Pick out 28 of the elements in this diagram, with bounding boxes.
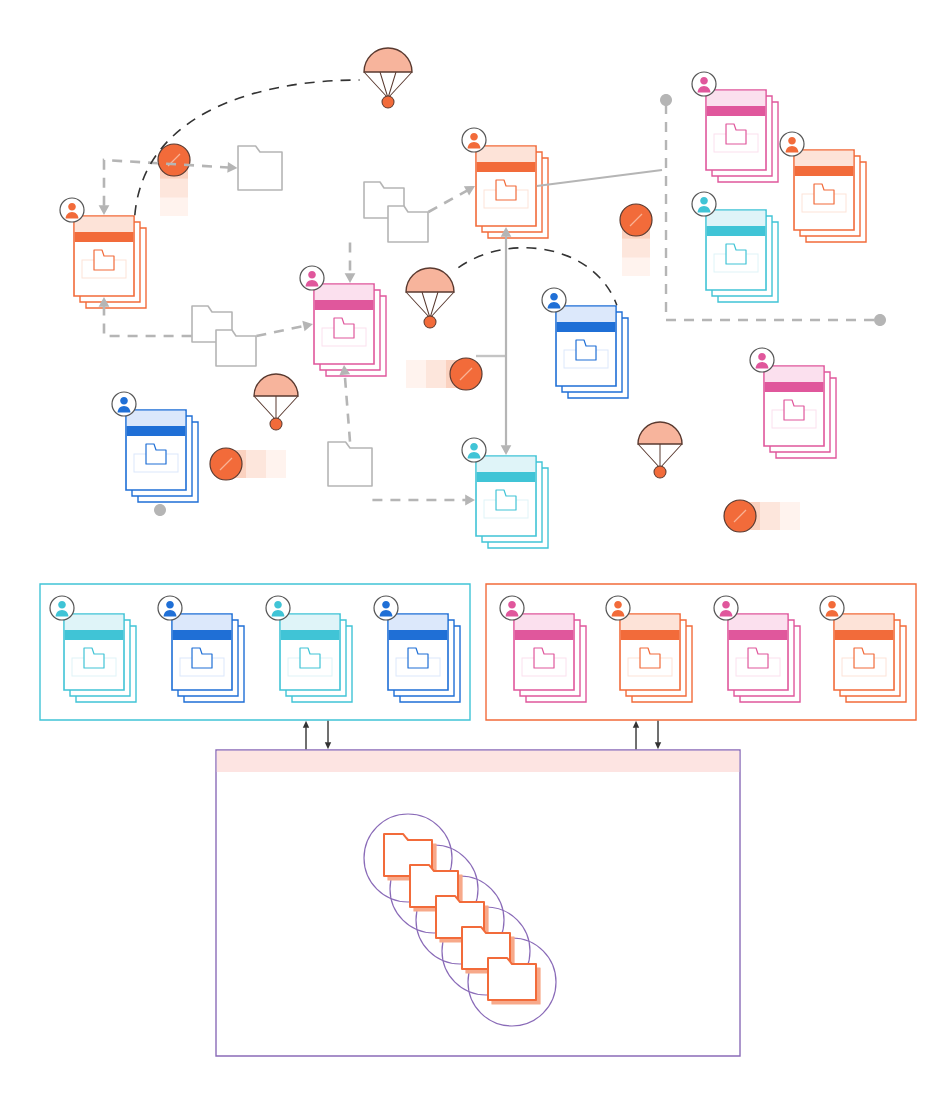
folders-drawing xyxy=(363,813,557,1027)
document-stack xyxy=(605,595,693,703)
document-stack xyxy=(499,595,587,703)
document-stack xyxy=(819,595,907,703)
document-stack xyxy=(265,595,353,703)
document-stack xyxy=(541,287,629,399)
document-stack xyxy=(691,191,779,303)
window-frame xyxy=(215,749,741,1057)
document-stack xyxy=(299,265,387,377)
folders-icon xyxy=(363,181,429,243)
document-stack xyxy=(749,347,837,459)
parachute-icon xyxy=(363,47,413,109)
document-stack xyxy=(779,131,867,243)
document-stack xyxy=(713,595,801,703)
document-stack xyxy=(111,391,199,503)
document-stack xyxy=(373,595,461,703)
document-stack xyxy=(461,437,549,549)
document-stack xyxy=(461,127,549,239)
document-stack xyxy=(157,595,245,703)
parachute-icon xyxy=(405,267,455,329)
group-frame xyxy=(39,583,471,721)
document-stack xyxy=(691,71,779,183)
folder-icon xyxy=(327,441,373,487)
document-stack xyxy=(49,595,137,703)
document-stack xyxy=(59,197,147,309)
folder-icon xyxy=(237,145,283,191)
folders-icon xyxy=(191,305,257,367)
group-frame xyxy=(485,583,917,721)
